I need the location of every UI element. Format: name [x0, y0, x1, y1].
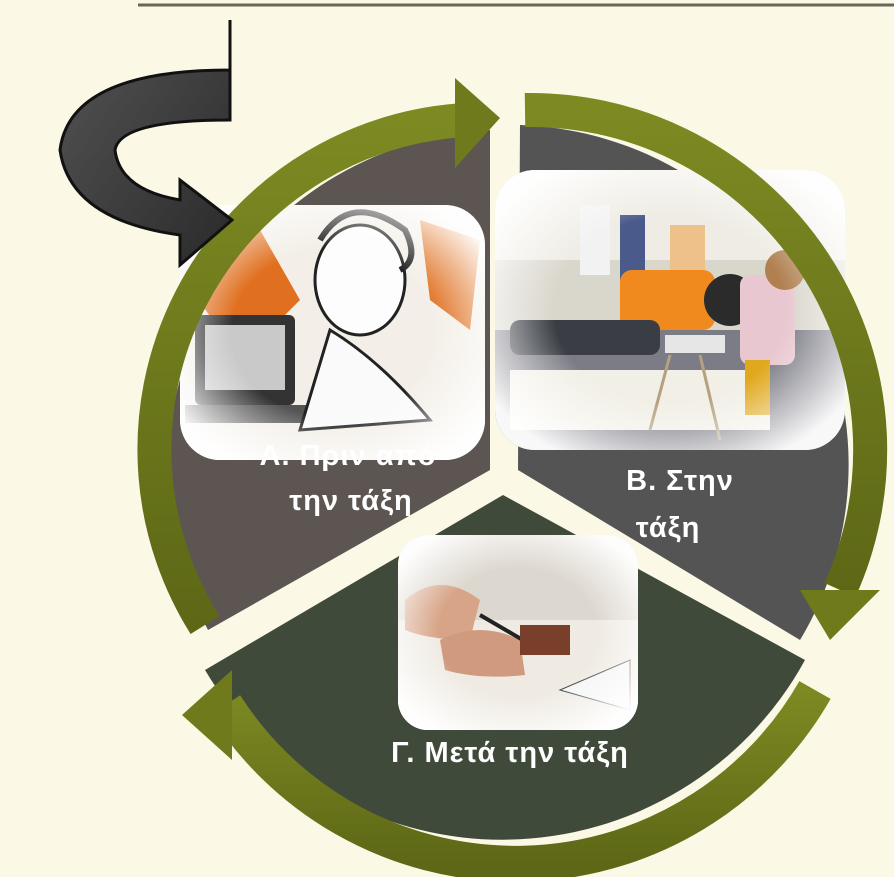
cycle-arrow-icon-3 — [182, 670, 831, 877]
curved-arrow-icon — [58, 20, 235, 269]
label-during-line1: Β. Στην — [626, 465, 734, 497]
label-before-line2: την τάξη — [289, 485, 412, 517]
cycle-arrow-icon-1 — [137, 78, 500, 635]
photo-after — [398, 535, 638, 730]
label-after: Γ. Μετά την τάξη — [391, 737, 629, 769]
cycle-arrow-icon-2 — [524, 92, 888, 640]
label-after-line1: Γ. Μετά την τάξη — [391, 737, 629, 769]
label-during-line2: τάξη — [636, 512, 701, 544]
label-before: Α. Πριν από την τάξη — [260, 440, 437, 517]
label-during: Β. Στην τάξη — [626, 465, 734, 544]
label-before-line1: Α. Πριν από — [260, 440, 437, 472]
